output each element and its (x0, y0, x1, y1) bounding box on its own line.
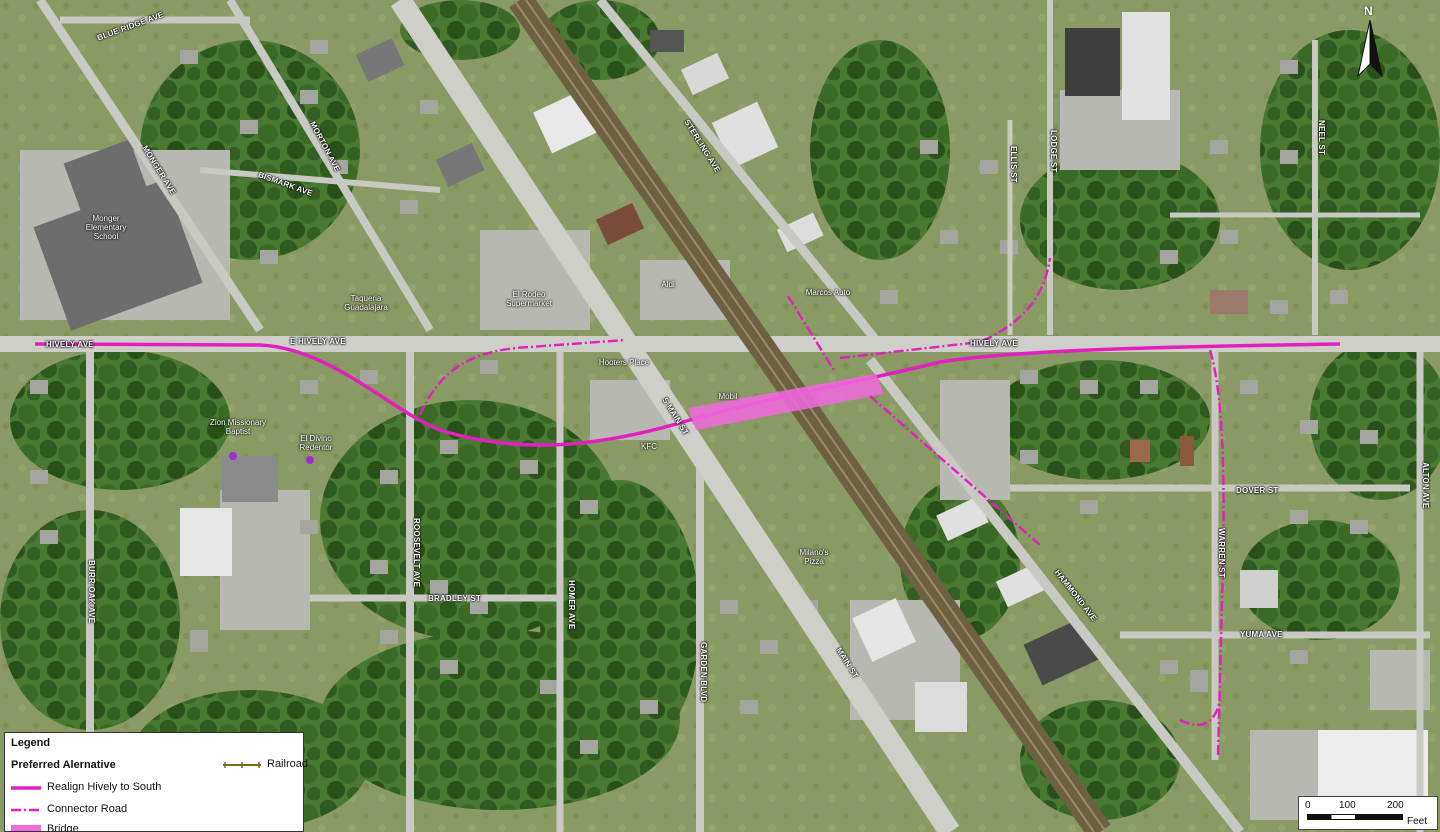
place-milanos-pizza: Milano's Pizza (799, 548, 829, 566)
scale-bar: 0 100 200 Feet (1298, 796, 1438, 830)
place-el-divino-redentor: El Divino Redentor (299, 434, 333, 452)
church-marker-zion (229, 452, 237, 460)
label-lodge-st: LODGE ST (1049, 130, 1058, 173)
scale-tick-100: 100 (1339, 800, 1356, 811)
scale-unit: Feet (1407, 816, 1428, 827)
label-roosevelt-ave: ROOSEVELT AVE (412, 518, 421, 588)
label-dover-st: DOVER ST (1236, 486, 1279, 495)
place-marcos-auto: Marcos Auto (805, 288, 851, 297)
legend-panel: Legend Preferred Alernative Railroad Rea… (4, 732, 308, 832)
legend-bridge-label: Bridge (47, 823, 79, 831)
place-el-rodeo-supermarket: El Rodeo Supermarket (506, 290, 552, 308)
scale-bar-graphic (1307, 814, 1403, 820)
legend-realign-symbol (11, 786, 41, 790)
label-warren-st: WARREN ST (1217, 528, 1226, 578)
north-arrow-label: N (1364, 4, 1373, 18)
bridge-area (688, 374, 884, 430)
place-zion-missionary: Zion Missionary Baptist (210, 418, 267, 436)
label-neel-st: NEEL ST (1317, 120, 1326, 156)
church-marker-divino (306, 456, 314, 464)
label-burr-oak-ave: BURR OAK AVE (87, 560, 96, 624)
label-homer-ave: HOMER AVE (567, 580, 576, 630)
place-aldi: Aldi (661, 280, 675, 289)
place-kfc: KFC (641, 442, 657, 451)
label-alton-ave: ALTON AVE (1421, 462, 1430, 509)
local-streets (36, 0, 1430, 832)
north-arrow-icon (1357, 19, 1383, 78)
place-taqueria-guadalajara: Taqueria Guadalajara (344, 294, 388, 312)
main-street-corridor (390, 0, 960, 832)
legend-realign-label: Realign Hively to South (47, 781, 162, 793)
north-arrow: N (1352, 4, 1388, 82)
buildings (33, 12, 1428, 830)
railroad-corridor (509, 0, 1111, 832)
label-hively-ave-west: HIVELY AVE (46, 340, 94, 349)
label-ellis-st: ELLIS ST (1009, 146, 1018, 183)
label-garden-blvd: GARDEN BLVD (699, 642, 708, 703)
scale-tick-200: 200 (1387, 800, 1404, 811)
connector-roads (418, 257, 1225, 756)
legend-title: Legend (11, 737, 51, 749)
place-mobil: Mobil (718, 392, 738, 401)
legend-group-title: Preferred Alernative (11, 759, 116, 771)
label-yuma-ave: YUMA AVE (1240, 630, 1283, 639)
scale-tick-0: 0 (1305, 800, 1311, 811)
place-monger-elementary: Monger Elementary School (85, 214, 127, 241)
label-bradley-st: BRADLEY ST (428, 594, 481, 603)
legend-railroad-label: Railroad (267, 758, 308, 770)
legend-bridge-symbol (11, 825, 41, 831)
legend-connector-symbol (11, 808, 41, 812)
legend-connector-label: Connector Road (47, 803, 128, 815)
label-hively-ave-east: HIVELY AVE (970, 339, 1018, 348)
legend-railroad-symbol (223, 762, 261, 768)
label-e-hively-ave: E HIVELY AVE (290, 337, 346, 346)
place-hooters-place: Hooters Place (598, 358, 650, 367)
